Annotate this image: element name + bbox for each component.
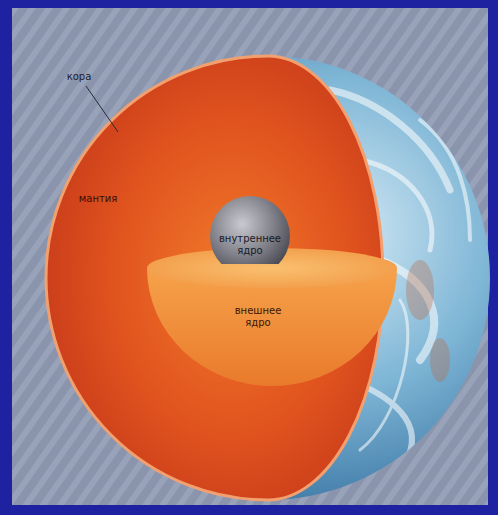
part-label: внешнее ядро bbox=[226, 305, 290, 328]
part-label: кора bbox=[62, 71, 96, 83]
part-label: мантия bbox=[68, 193, 128, 205]
part-label: внутреннее ядро bbox=[214, 233, 286, 256]
